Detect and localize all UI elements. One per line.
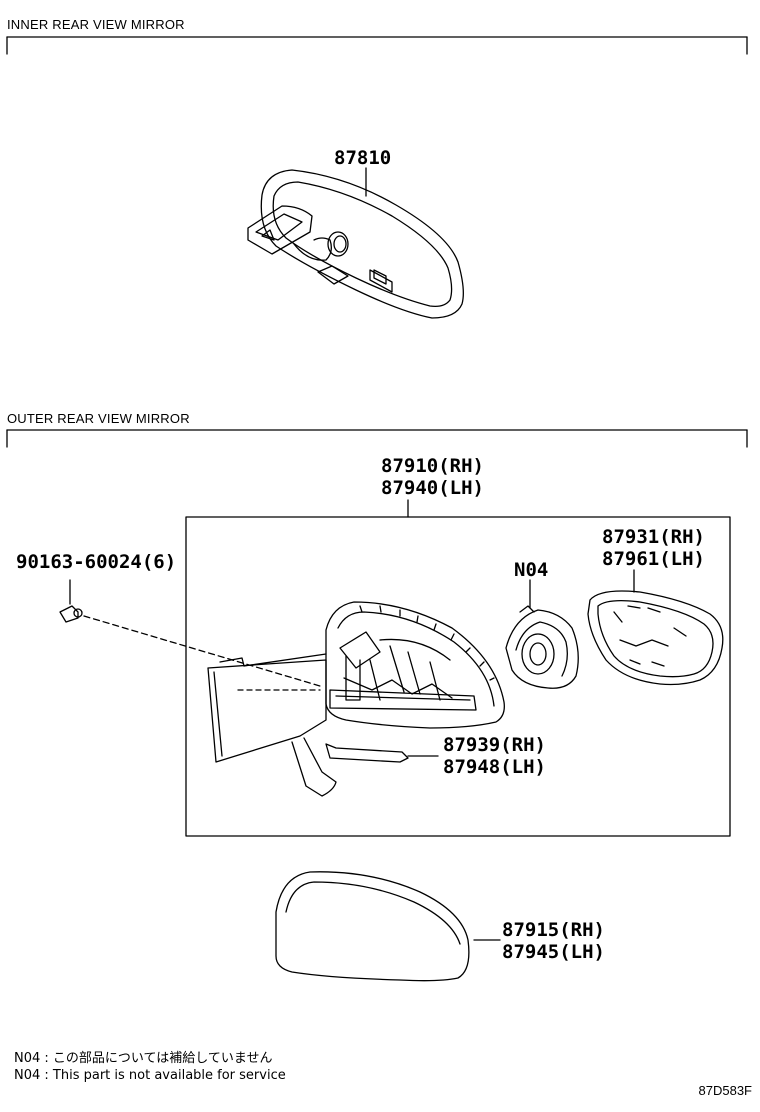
outer-mirror-group-box (185, 516, 731, 837)
inner-mirror-section-title: INNER REAR VIEW MIRROR (7, 17, 185, 32)
part-label-87939-rh: 87939(RH) (443, 734, 546, 756)
mirror-glass-drawing (587, 569, 724, 686)
part-label-87945-lh: 87945(LH) (502, 941, 605, 963)
diagram-code: 87D583F (698, 1083, 752, 1098)
inner-section-bracket (6, 36, 748, 55)
part-label-87961-lh: 87961(LH) (602, 548, 705, 570)
outer-mirror-assembly (207, 601, 505, 797)
part-label-n04: N04 (514, 559, 549, 581)
part-label-87910-rh: 87910(RH) (381, 455, 484, 477)
outer-mirror-section-title: OUTER REAR VIEW MIRROR (7, 411, 190, 426)
note-english: N04 : This part is not available for ser… (14, 1068, 286, 1083)
inner-mirror-drawing (247, 167, 464, 319)
mirror-cover-drawing (275, 871, 501, 982)
part-label-screw: 90163-60024(6) (16, 551, 177, 573)
part-label-87940-lh: 87940(LH) (381, 477, 484, 499)
screw-drawing (59, 579, 321, 691)
note-japanese: N04 : この部品については補給していません (14, 1051, 273, 1066)
part-label-87931-rh: 87931(RH) (602, 526, 705, 548)
part-label-87915-rh: 87915(RH) (502, 919, 605, 941)
outer-section-bracket (6, 429, 748, 448)
part-label-87948-lh: 87948(LH) (443, 756, 546, 778)
n04-unit-drawing (505, 579, 579, 689)
part-label-87810: 87810 (334, 147, 392, 169)
side-lamp-drawing (325, 743, 439, 763)
